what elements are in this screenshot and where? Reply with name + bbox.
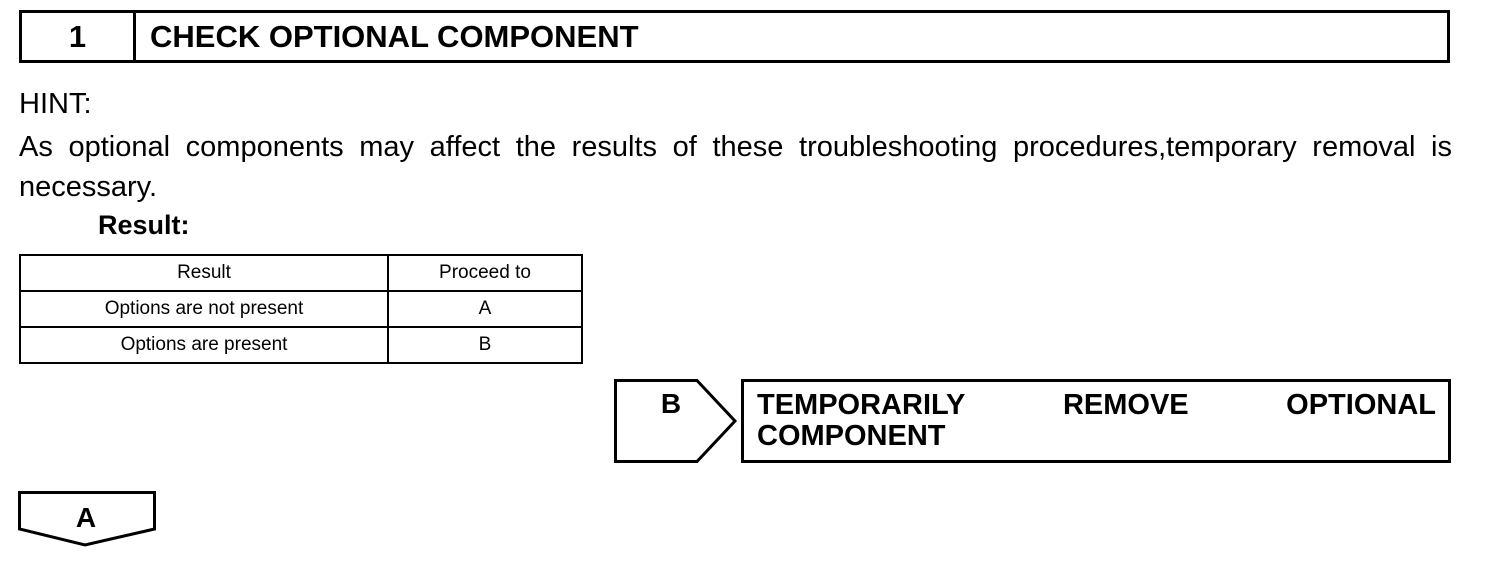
step-header: 1 CHECK OPTIONAL COMPONENT <box>19 10 1450 63</box>
table-cell-proceed-to: B <box>387 326 583 364</box>
branch-b-arrow-tab <box>614 379 738 463</box>
table-cell-result: Options are not present <box>19 290 389 328</box>
result-label: Result: <box>98 210 190 240</box>
table-row: Options are not present A <box>19 290 583 328</box>
branch-b-letter: B <box>660 388 682 419</box>
hint-label: HINT: <box>19 88 92 120</box>
table-cell-result: Options are present <box>19 326 389 364</box>
result-table: Result Proceed to Options are not presen… <box>19 254 583 364</box>
column-header-result: Result <box>19 254 389 292</box>
step-title: CHECK OPTIONAL COMPONENT <box>150 18 639 54</box>
action-text-line-1: TEMPORARILY REMOVE OPTIONAL <box>757 390 1436 421</box>
action-word: TEMPORARILY <box>757 389 966 421</box>
action-word: REMOVE <box>1062 389 1189 421</box>
hint-text: As optional components may affect the re… <box>19 131 1452 203</box>
branch-a-arrow-tab <box>18 491 156 547</box>
action-box-remove-optional-component: TEMPORARILY REMOVE OPTIONAL COMPONENT <box>741 379 1451 463</box>
step-number: 1 <box>22 13 136 60</box>
column-header-proceed-to: Proceed to <box>387 254 583 292</box>
branch-a-letter: A <box>75 502 97 533</box>
table-cell-proceed-to: A <box>387 290 583 328</box>
action-word: OPTIONAL <box>1286 389 1436 421</box>
table-header-row: Result Proceed to <box>19 254 583 292</box>
table-row: Options are present B <box>19 326 583 364</box>
action-text-line-2: COMPONENT <box>757 420 946 452</box>
